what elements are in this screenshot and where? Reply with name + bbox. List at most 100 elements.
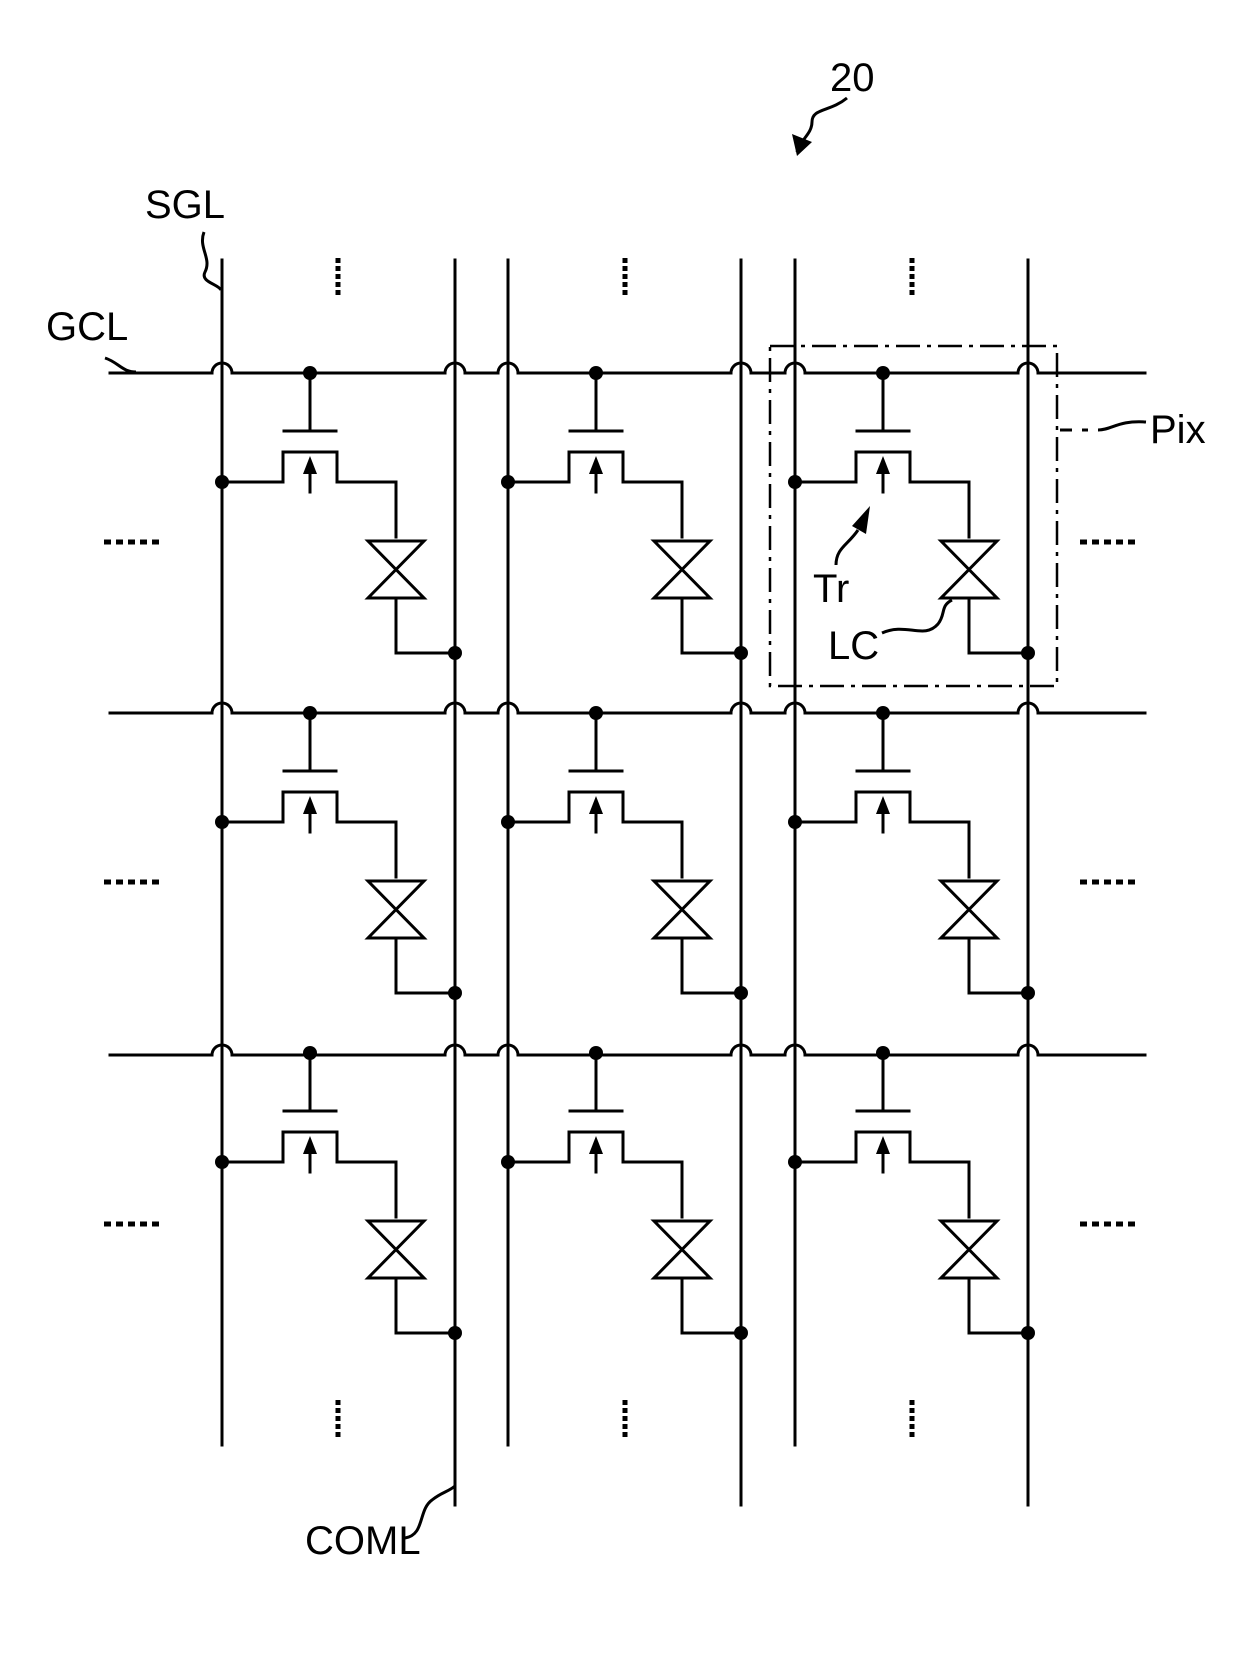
coml-junction-dot xyxy=(734,1326,748,1340)
lc-label: LC xyxy=(828,624,879,668)
vertical-continuation-ellipsis xyxy=(336,1408,341,1413)
liquid-crystal-lc xyxy=(368,881,424,938)
coml-junction-dot xyxy=(1021,986,1035,1000)
horizontal-continuation-ellipsis xyxy=(1104,880,1111,885)
coml-label: COML xyxy=(305,1519,421,1563)
source-junction-dot xyxy=(788,1155,802,1169)
coml-junction-dot xyxy=(1021,646,1035,660)
source-junction-dot xyxy=(788,815,802,829)
horizontal-continuation-ellipsis xyxy=(1116,880,1123,885)
horizontal-continuation-ellipsis xyxy=(116,540,123,545)
coml-junction-dot xyxy=(734,986,748,1000)
vertical-continuation-ellipsis xyxy=(336,266,341,271)
gate-junction-dot xyxy=(876,366,890,380)
vertical-continuation-ellipsis xyxy=(910,1432,915,1437)
liquid-crystal-lc xyxy=(654,1221,710,1278)
source-junction-dot xyxy=(215,475,229,489)
transistor-arrow-head xyxy=(589,456,603,474)
horizontal-continuation-ellipsis xyxy=(1092,540,1099,545)
vertical-continuation-ellipsis xyxy=(623,290,628,295)
sgl-label: SGL xyxy=(145,183,225,227)
liquid-crystal-lc xyxy=(941,1221,997,1278)
vertical-continuation-ellipsis xyxy=(336,1432,341,1437)
horizontal-continuation-ellipsis xyxy=(104,880,111,885)
horizontal-continuation-ellipsis xyxy=(116,1222,123,1227)
liquid-crystal-lc xyxy=(654,881,710,938)
coml-junction-dot xyxy=(448,986,462,1000)
horizontal-continuation-ellipsis xyxy=(128,880,135,885)
vertical-continuation-ellipsis xyxy=(336,1424,341,1429)
pix-label: Pix xyxy=(1150,408,1206,452)
horizontal-continuation-ellipsis xyxy=(1128,880,1135,885)
horizontal-continuation-ellipsis xyxy=(140,880,147,885)
gate-junction-dot xyxy=(303,1046,317,1060)
gate-line-gcl xyxy=(110,363,1145,373)
horizontal-continuation-ellipsis xyxy=(1116,540,1123,545)
gate-line-gcl xyxy=(110,1045,1145,1055)
figure-reference-numeral: 20 xyxy=(830,56,875,100)
vertical-continuation-ellipsis xyxy=(623,1416,628,1421)
gate-junction-dot xyxy=(303,706,317,720)
horizontal-continuation-ellipsis xyxy=(140,1222,147,1227)
reference-arrow-head xyxy=(792,134,812,156)
vertical-continuation-ellipsis xyxy=(336,282,341,287)
horizontal-continuation-ellipsis xyxy=(140,540,147,545)
vertical-continuation-ellipsis xyxy=(910,274,915,279)
pixel-boundary xyxy=(770,346,1057,686)
transistor-arrow-head xyxy=(876,1136,890,1154)
transistor-arrow-head xyxy=(876,796,890,814)
liquid-crystal-lc xyxy=(941,881,997,938)
horizontal-continuation-ellipsis xyxy=(1116,1222,1123,1227)
vertical-continuation-ellipsis xyxy=(910,258,915,263)
liquid-crystal-lc xyxy=(368,541,424,598)
vertical-continuation-ellipsis xyxy=(623,1432,628,1437)
horizontal-continuation-ellipsis xyxy=(1080,1222,1087,1227)
transistor-arrow-head xyxy=(589,1136,603,1154)
liquid-crystal-lc xyxy=(941,541,997,598)
transistor-arrow-head xyxy=(303,796,317,814)
vertical-continuation-ellipsis xyxy=(336,274,341,279)
horizontal-continuation-ellipsis xyxy=(1128,1222,1135,1227)
gate-junction-dot xyxy=(303,366,317,380)
horizontal-continuation-ellipsis xyxy=(1104,540,1111,545)
gate-junction-dot xyxy=(876,706,890,720)
horizontal-continuation-ellipsis xyxy=(152,1222,159,1227)
vertical-continuation-ellipsis xyxy=(336,258,341,263)
source-junction-dot xyxy=(501,1155,515,1169)
source-junction-dot xyxy=(215,1155,229,1169)
vertical-continuation-ellipsis xyxy=(910,290,915,295)
horizontal-continuation-ellipsis xyxy=(1128,540,1135,545)
pix-leader xyxy=(1060,422,1146,430)
tr-label: Tr xyxy=(813,567,849,611)
source-junction-dot xyxy=(215,815,229,829)
horizontal-continuation-ellipsis xyxy=(1092,880,1099,885)
transistor-arrow-head xyxy=(876,456,890,474)
horizontal-continuation-ellipsis xyxy=(1080,540,1087,545)
liquid-crystal-lc xyxy=(368,1221,424,1278)
vertical-continuation-ellipsis xyxy=(623,282,628,287)
horizontal-continuation-ellipsis xyxy=(128,1222,135,1227)
gcl-label: GCL xyxy=(46,305,128,349)
gcl-leader xyxy=(105,358,136,372)
vertical-continuation-ellipsis xyxy=(336,1416,341,1421)
vertical-continuation-ellipsis xyxy=(336,1400,341,1405)
transistor-arrow-head xyxy=(303,1136,317,1154)
vertical-continuation-ellipsis xyxy=(623,266,628,271)
coml-junction-dot xyxy=(448,1326,462,1340)
transistor-arrow-head xyxy=(589,796,603,814)
horizontal-continuation-ellipsis xyxy=(1080,880,1087,885)
vertical-continuation-ellipsis xyxy=(910,266,915,271)
transistor-arrow-head xyxy=(303,456,317,474)
vertical-continuation-ellipsis xyxy=(910,1408,915,1413)
source-junction-dot xyxy=(501,815,515,829)
coml-junction-dot xyxy=(734,646,748,660)
gate-junction-dot xyxy=(589,1046,603,1060)
horizontal-continuation-ellipsis xyxy=(152,880,159,885)
vertical-continuation-ellipsis xyxy=(910,282,915,287)
tr-leader xyxy=(836,530,858,565)
vertical-continuation-ellipsis xyxy=(623,258,628,263)
sgl-leader xyxy=(202,232,221,290)
gate-junction-dot xyxy=(589,706,603,720)
vertical-continuation-ellipsis xyxy=(623,1424,628,1429)
